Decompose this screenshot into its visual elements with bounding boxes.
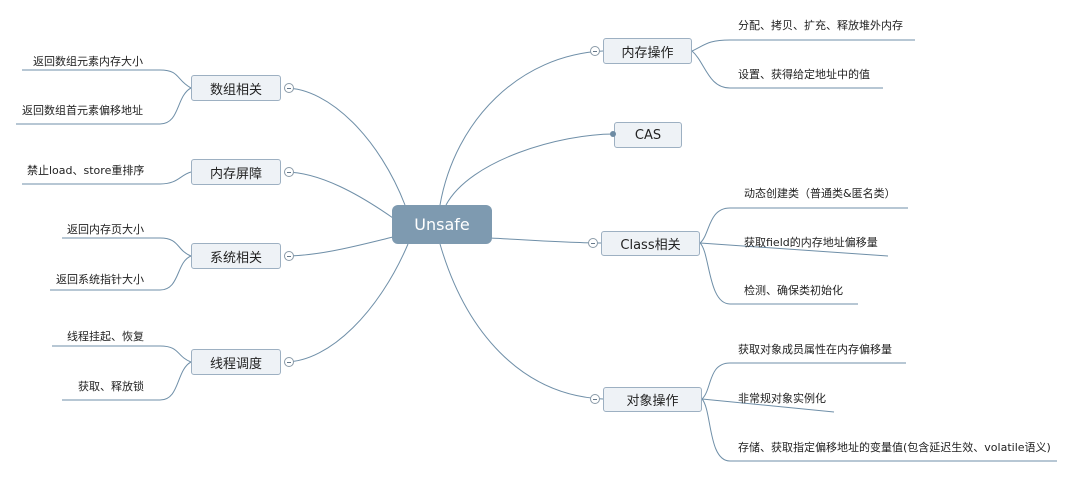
connector-thread bbox=[284, 243, 409, 363]
node-memory-ops[interactable]: 内存操作 bbox=[603, 38, 692, 64]
collapse-class-related-icon[interactable] bbox=[588, 238, 598, 248]
node-array-related[interactable]: 数组相关 bbox=[191, 75, 281, 101]
connector-class bbox=[489, 237, 602, 244]
connector-system bbox=[284, 236, 394, 257]
leaf-memory-ops-1: 分配、拷贝、扩充、释放堆外内存 bbox=[738, 19, 903, 32]
leaf-system-1: 返回内存页大小 bbox=[67, 223, 144, 236]
leaf-memory-ops-2: 设置、获得给定地址中的值 bbox=[738, 68, 870, 81]
leaf-array-2: 返回数组首元素偏移地址 bbox=[22, 104, 143, 117]
collapse-memory-barrier-icon[interactable] bbox=[284, 167, 294, 177]
root-node-unsafe[interactable]: Unsafe bbox=[392, 205, 492, 244]
leaf-thread-1: 线程挂起、恢复 bbox=[67, 330, 144, 343]
leaf-array-1: 返回数组元素内存大小 bbox=[33, 55, 143, 68]
node-thread-scheduling[interactable]: 线程调度 bbox=[191, 349, 281, 375]
collapse-array-related-icon[interactable] bbox=[284, 83, 294, 93]
leaf-barrier-1: 禁止load、store重排序 bbox=[27, 164, 145, 177]
collapse-system-related-icon[interactable] bbox=[284, 251, 294, 261]
node-object-ops[interactable]: 对象操作 bbox=[603, 387, 702, 412]
leaf-system-2: 返回系统指针大小 bbox=[56, 273, 144, 286]
node-system-related[interactable]: 系统相关 bbox=[191, 243, 281, 269]
cas-connector-dot-icon bbox=[610, 131, 616, 137]
collapse-memory-ops-icon[interactable] bbox=[590, 46, 600, 56]
leaf-class-2: 获取field的内存地址偏移量 bbox=[744, 236, 878, 249]
leaf-thread-2: 获取、释放锁 bbox=[78, 380, 144, 393]
leaf-object-1: 获取对象成员属性在内存偏移量 bbox=[738, 343, 892, 356]
leaf-class-3: 检测、确保类初始化 bbox=[744, 284, 843, 297]
connector-cas bbox=[445, 133, 615, 206]
node-cas[interactable]: CAS bbox=[614, 122, 682, 148]
node-class-related[interactable]: Class相关 bbox=[601, 231, 700, 256]
leaf-class-1: 动态创建类（普通类&匿名类） bbox=[744, 187, 896, 200]
connector-barrier bbox=[284, 171, 394, 219]
collapse-thread-scheduling-icon[interactable] bbox=[284, 357, 294, 367]
node-memory-barrier[interactable]: 内存屏障 bbox=[191, 159, 281, 185]
connector-memory-ops bbox=[439, 50, 604, 206]
leaf-object-2: 非常规对象实例化 bbox=[738, 392, 826, 405]
connector-array bbox=[284, 87, 406, 206]
collapse-object-ops-icon[interactable] bbox=[590, 394, 600, 404]
connector-object bbox=[439, 243, 604, 400]
leaf-object-3: 存储、获取指定偏移地址的变量值(包含延迟生效、volatile语义) bbox=[738, 441, 1051, 454]
